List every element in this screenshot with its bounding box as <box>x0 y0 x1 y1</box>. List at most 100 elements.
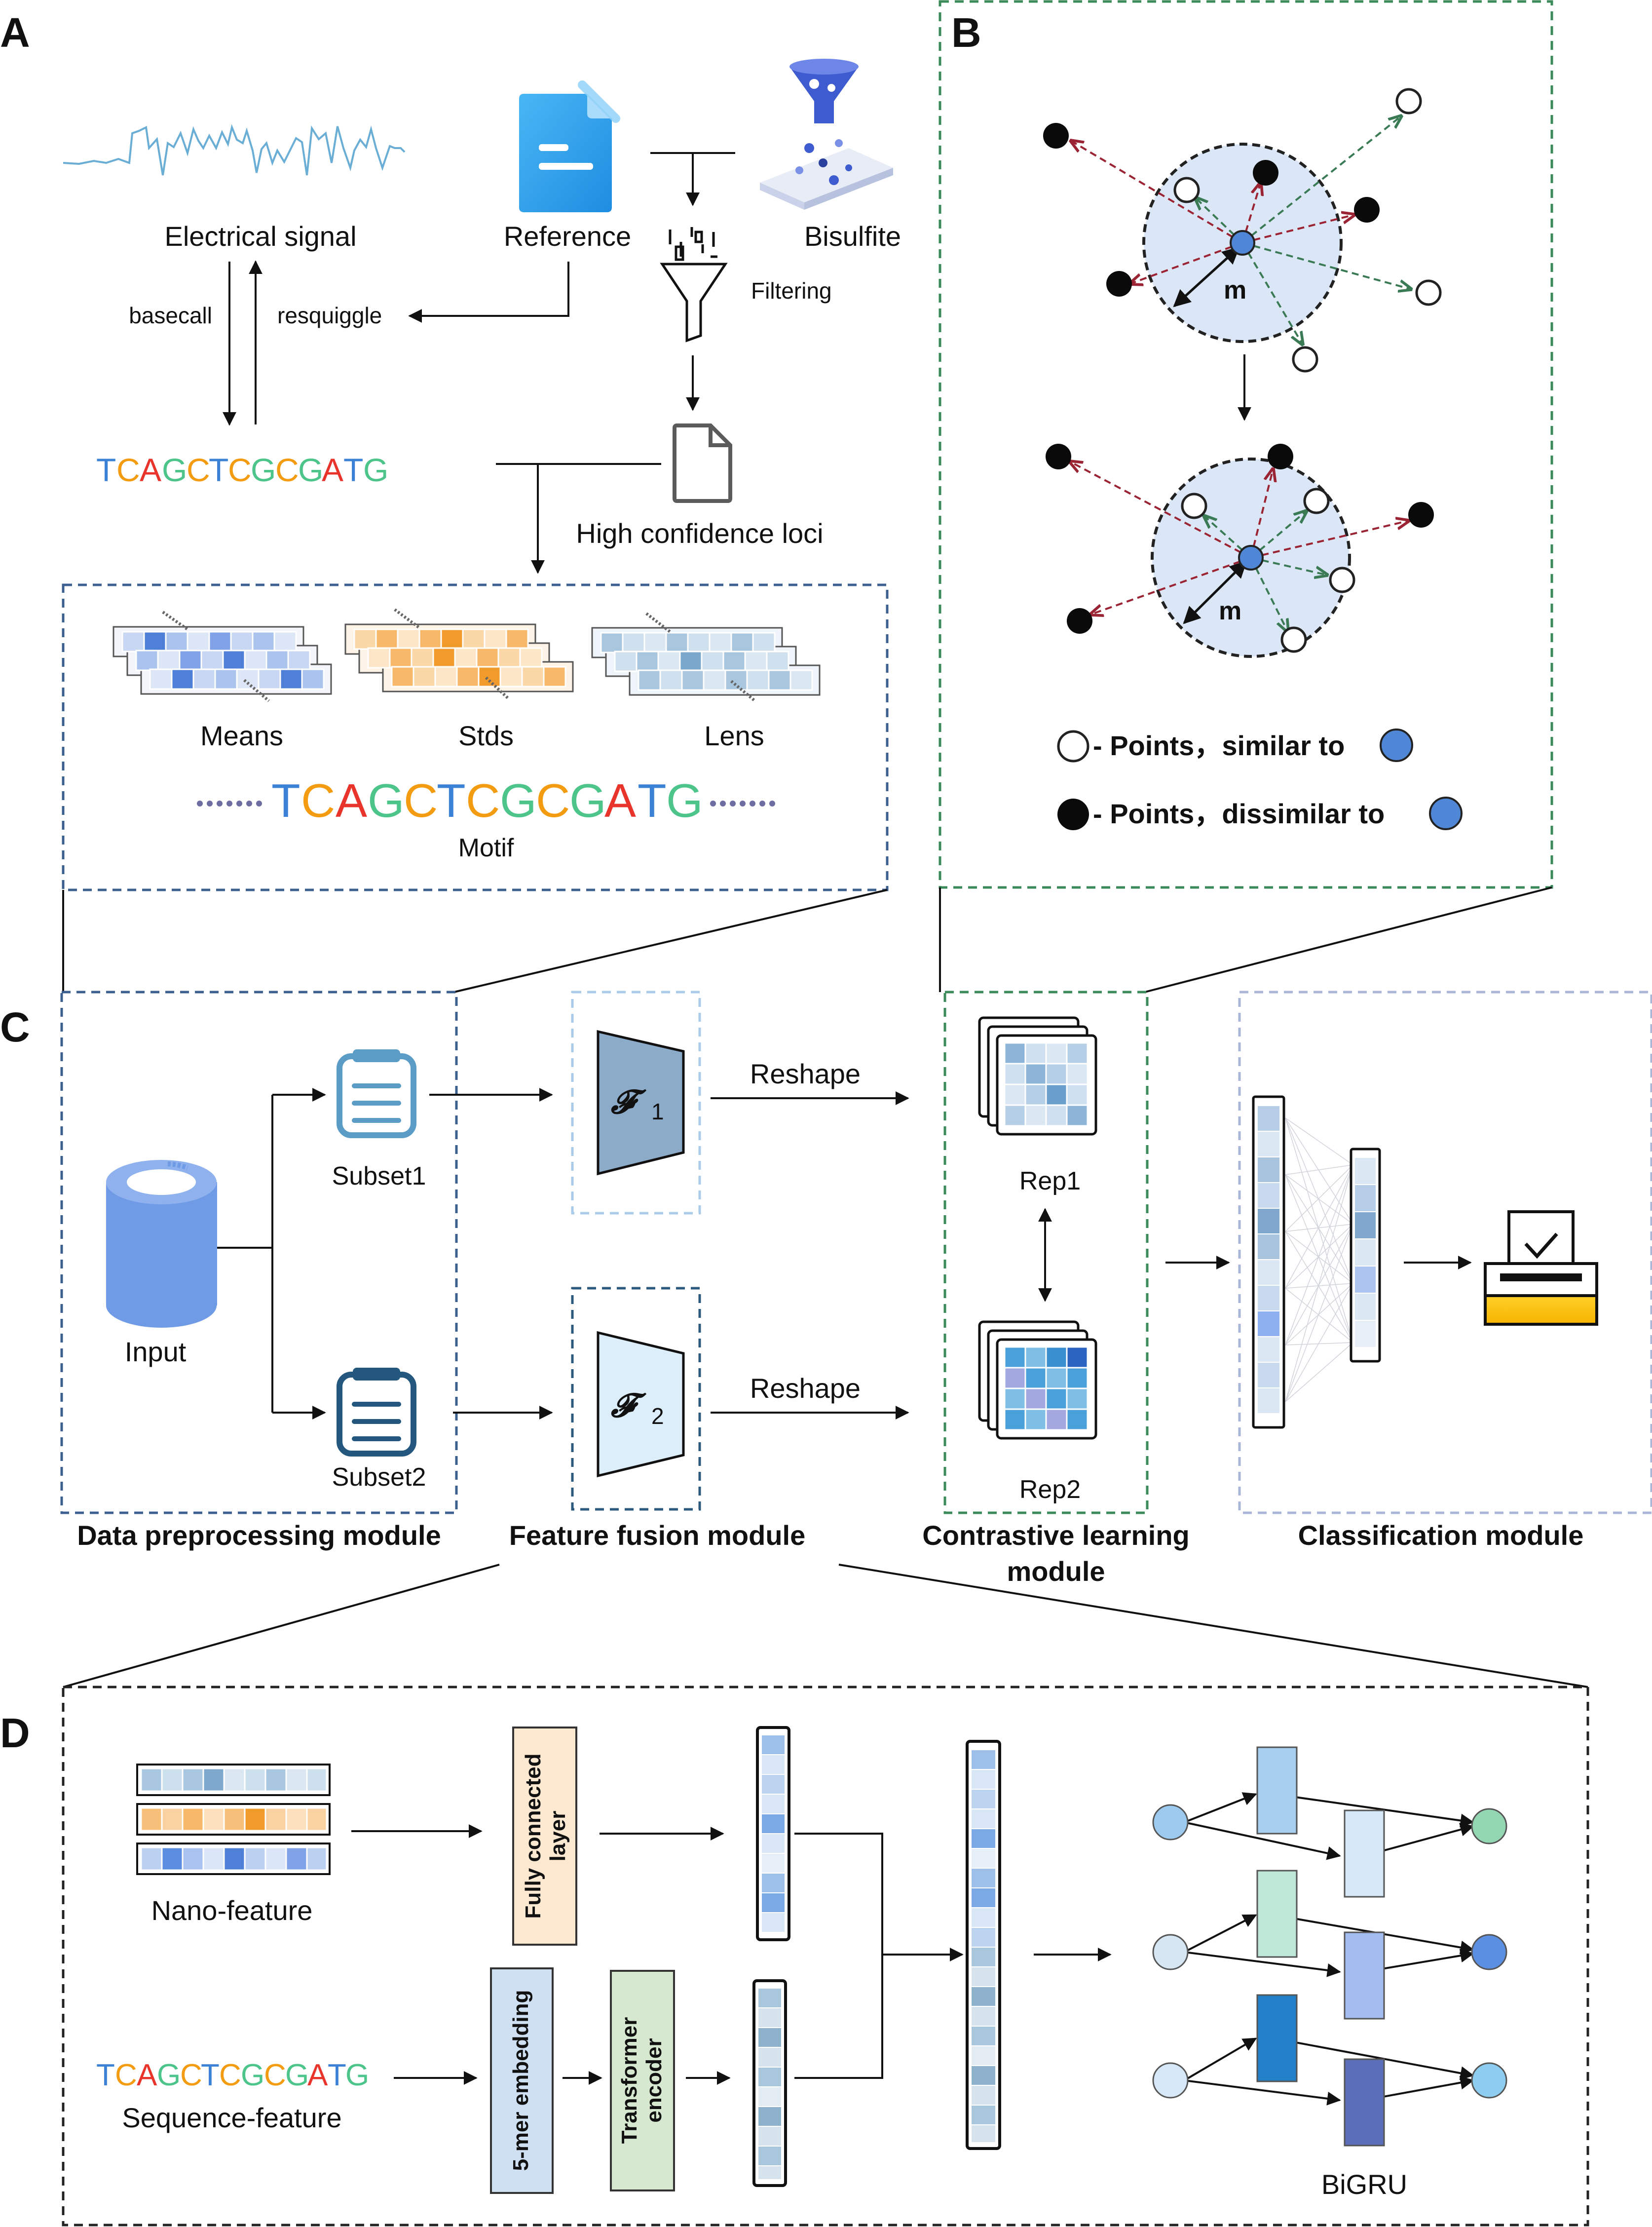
data-preprocessing-box <box>60 991 458 1514</box>
motif-letter: C <box>301 774 335 827</box>
panel-label-b: B <box>951 9 981 56</box>
module-title-fusion: Feature fusion module <box>509 1520 806 1551</box>
kmer-embedding-box <box>490 1967 554 2194</box>
module-title-data: Data preprocessing module <box>77 1520 441 1551</box>
seq-top-letter: C <box>228 452 252 488</box>
merge-line-top <box>794 1833 883 1955</box>
motif-letter: C <box>404 774 438 827</box>
svg-text:G: G <box>345 2058 369 2092</box>
motif-sequence: T C A G C T C G C G A T G <box>197 774 775 827</box>
rep2-stack <box>978 1320 1097 1440</box>
sequence-feature: T C A G C T C G C G A T G <box>96 2058 369 2092</box>
similar-points-bottom <box>1181 488 1355 653</box>
transformer-encoder-box <box>610 1970 675 2191</box>
margin-arrow-top <box>1173 246 1240 307</box>
sequence-feature-label: Sequence-feature <box>122 2102 341 2133</box>
transformer-line2: encoder <box>642 2038 666 2122</box>
sequence-vector <box>752 1979 787 2187</box>
motif-letter: T <box>437 774 466 827</box>
svg-text:C: C <box>264 2058 286 2092</box>
document-icon <box>519 80 620 212</box>
motif-letter: A <box>604 774 636 827</box>
motif-letter: A <box>336 774 367 827</box>
reference-to-resquiggle <box>408 262 569 323</box>
module-title-contrastive-2: module <box>1007 1556 1105 1587</box>
panel-label-d: D <box>0 1710 30 1756</box>
contrastive-box <box>943 991 1149 1514</box>
nano-feature-label: Nano-feature <box>151 1895 313 1926</box>
legend-dissimilar-point <box>1057 799 1089 830</box>
margin-label-top: m <box>1224 276 1246 305</box>
means-stack <box>113 611 332 702</box>
ballot-box-icon <box>1484 1210 1598 1326</box>
svg-text:C: C <box>115 2058 137 2092</box>
svg-text:T: T <box>96 2058 115 2092</box>
nano-feature-bars <box>136 1764 331 1875</box>
transformer-line1: Transformer <box>617 2017 641 2144</box>
fc-layer-box <box>512 1727 577 1946</box>
f1-box <box>571 991 701 1215</box>
lens-stack <box>591 612 821 702</box>
dissimilar-points-bottom <box>1046 444 1434 634</box>
classification-box <box>1238 991 1652 1514</box>
rep1-label: Rep1 <box>1019 1167 1081 1195</box>
anchor-point-bottom <box>1238 545 1264 571</box>
legend-similar-point <box>1057 730 1089 763</box>
seq-top-letter: T <box>343 452 363 488</box>
zoom-line <box>838 1564 1588 1688</box>
panel-a: Electrical signal basecall resquiggle Re… <box>62 59 901 891</box>
legend-similar-text: - Points，similar to <box>1093 730 1345 761</box>
seq-top-letter: A <box>322 452 343 488</box>
panel-b-box <box>939 0 1553 889</box>
svg-text:G: G <box>285 2058 309 2092</box>
motif-letter: C <box>536 774 570 827</box>
svg-text:C: C <box>219 2058 241 2092</box>
margin-label-bottom: m <box>1219 597 1241 625</box>
sequence-top: T C A G C T C G C G A T G <box>96 452 388 488</box>
lens-label: Lens <box>704 720 764 751</box>
high-confidence-label: High confidence loci <box>576 518 823 549</box>
reshape-label-1: Reshape <box>750 1058 861 1089</box>
electrical-signal-label: Electrical signal <box>164 221 356 252</box>
svg-text:G: G <box>157 2058 181 2092</box>
reshape-label-2: Reshape <box>750 1373 861 1404</box>
input-label: Input <box>125 1336 187 1367</box>
funnel-icon <box>660 227 728 343</box>
motif-letter: G <box>368 774 405 827</box>
bisulfite-label: Bisulfite <box>804 221 901 252</box>
margin-arrow-bottom <box>1183 560 1247 624</box>
motif-letter: T <box>638 774 667 827</box>
zoom-line <box>453 889 888 993</box>
subset2-label: Subset2 <box>332 1463 426 1492</box>
similar-points-top <box>1173 88 1442 373</box>
f1-subscript: 1 <box>651 1099 664 1124</box>
module-title-contrastive-1: Contrastive learning <box>922 1520 1189 1551</box>
subset1-label: Subset1 <box>332 1162 426 1190</box>
basecall-label: basecall <box>129 303 212 328</box>
panel-label-c: C <box>0 1004 30 1050</box>
svg-text:G: G <box>241 2058 264 2092</box>
seq-top-letter: G <box>251 452 276 488</box>
motif-letter: G <box>666 774 703 827</box>
file-icon <box>673 423 732 503</box>
stds-stack <box>344 608 574 700</box>
zoom-line <box>63 1564 500 1688</box>
panel-b: m m - <box>939 0 1553 889</box>
svg-text:A: A <box>137 2058 157 2092</box>
legend-similar-anchor <box>1380 729 1413 762</box>
seq-top-letter: C <box>187 452 210 488</box>
database-icon <box>106 1160 217 1328</box>
rep1-stack <box>978 1016 1097 1136</box>
means-label: Means <box>200 720 283 751</box>
merge-line-bottom <box>794 1955 883 2079</box>
kmer-label: 5-mer embedding <box>509 1990 533 2171</box>
reference-label: Reference <box>504 221 631 252</box>
panel-c: Input Subset1 Subset2 𝓕 1 <box>60 991 1652 1587</box>
seq-top-letter: T <box>96 452 116 488</box>
filtering-label: Filtering <box>751 278 832 304</box>
stds-label: Stds <box>458 720 514 751</box>
panel-d-box <box>62 1686 1589 2227</box>
resquiggle-label: resquiggle <box>277 303 382 328</box>
clipboard-icon <box>337 1049 416 1138</box>
svg-text:A: A <box>307 2058 328 2092</box>
